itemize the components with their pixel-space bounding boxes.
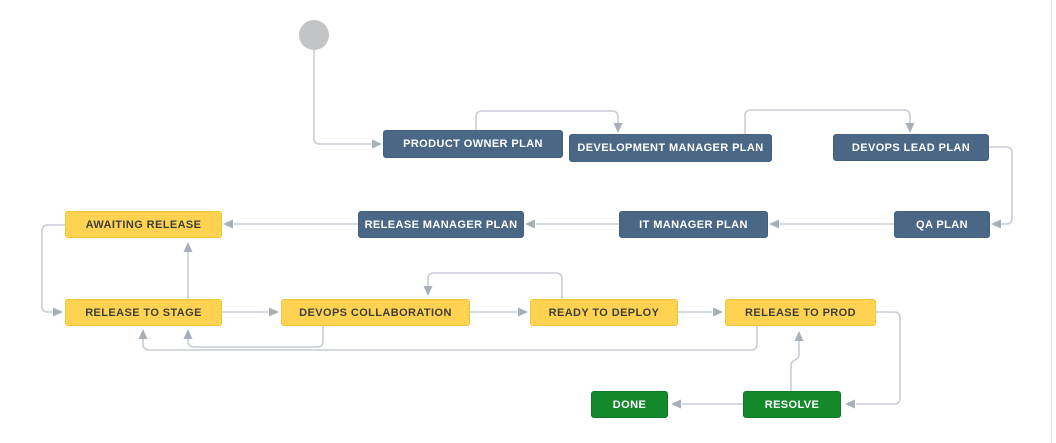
transition-development-manager-plan-to-devops-lead-plan[interactable] [744, 109, 915, 134]
status-release-to-stage[interactable]: RELEASE TO STAGE [65, 299, 222, 326]
transition-resolve-to-release-to-prod[interactable] [790, 331, 804, 391]
status-release-to-prod[interactable]: RELEASE TO PROD [725, 299, 876, 326]
transition-release-manager-plan-to-awaiting-release[interactable] [223, 219, 358, 229]
transition-product-owner-plan-to-development-manager-plan[interactable] [475, 110, 623, 133]
transition-release-to-prod-to-resolve[interactable] [845, 311, 901, 409]
transition-it-manager-plan-to-release-manager-plan[interactable] [525, 219, 619, 229]
transition-release-to-stage-to-devops-collaboration[interactable] [222, 307, 279, 317]
status-done[interactable]: DONE [591, 391, 668, 418]
transition-devops-collaboration-to-release-to-stage[interactable] [183, 326, 324, 348]
status-development-manager-plan[interactable]: DEVELOPMENT MANAGER PLAN [569, 134, 772, 162]
transition-qa-plan-to-it-manager-plan[interactable] [769, 219, 894, 229]
status-awaiting-release[interactable]: AWAITING RELEASE [65, 211, 222, 238]
start-node-circle[interactable] [299, 20, 329, 50]
status-devops-collaboration[interactable]: DEVOPS COLLABORATION [281, 299, 470, 326]
status-product-owner-plan[interactable]: PRODUCT OWNER PLAN [383, 130, 563, 158]
transition-devops-lead-plan-to-qa-plan[interactable] [989, 146, 1013, 229]
transition-release-to-stage-to-awaiting-release[interactable] [183, 242, 193, 299]
transition-resolve-to-done[interactable] [671, 399, 743, 409]
status-qa-plan[interactable]: QA PLAN [894, 211, 990, 238]
transition-release-to-prod-to-release-to-stage[interactable] [138, 326, 758, 351]
transition-awaiting-release-to-release-to-stage[interactable] [41, 224, 65, 317]
status-release-manager-plan[interactable]: RELEASE MANAGER PLAN [358, 211, 524, 238]
status-devops-lead-plan[interactable]: DEVOPS LEAD PLAN [833, 134, 989, 161]
transition-ready-to-deploy-to-release-to-prod[interactable] [678, 307, 723, 317]
transition-devops-collaboration-to-ready-to-deploy[interactable] [470, 307, 528, 317]
canvas-right-border [1051, 0, 1052, 443]
status-it-manager-plan[interactable]: IT MANAGER PLAN [619, 211, 768, 238]
transition-start-to-product-owner-plan[interactable] [313, 50, 382, 149]
transition-ready-to-deploy-to-devops-collaboration[interactable] [423, 272, 563, 299]
status-resolve[interactable]: RESOLVE [743, 391, 841, 418]
status-ready-to-deploy[interactable]: READY TO DEPLOY [530, 299, 678, 326]
